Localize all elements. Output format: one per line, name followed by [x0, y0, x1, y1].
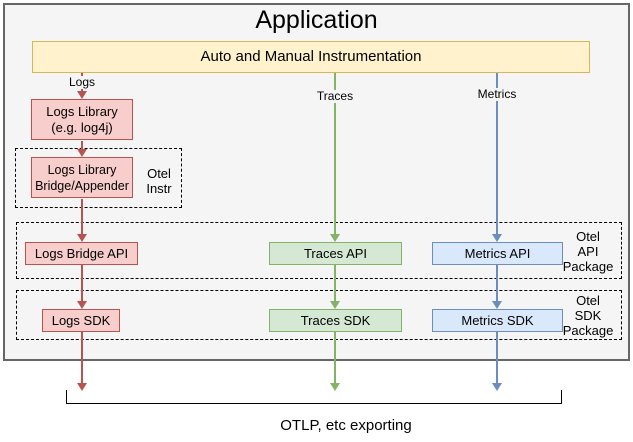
arrow-traces-api-to-traces-sdk: [330, 265, 340, 309]
metrics-flow-label: Metrics: [471, 88, 523, 101]
node-logs-library: Logs Library (e.g. log4j): [31, 99, 133, 140]
logs-flow-label: Logs: [61, 76, 103, 89]
node-traces-sdk: Traces SDK: [269, 309, 402, 332]
otel-sdk-package-group-label: Otel SDK Package: [562, 293, 614, 338]
node-traces-api: Traces API: [269, 242, 402, 265]
arrow-instrumentation-to-metrics-api: [492, 73, 502, 242]
instrumentation-box: Auto and Manual Instrumentation: [32, 41, 590, 73]
arrow-metrics-api-to-metrics-sdk: [492, 265, 502, 309]
arrow-bridge-appender-to-logs-bridge-api: [77, 199, 87, 242]
traces-flow-label: Traces: [310, 90, 360, 103]
arrow-logs-library-to-bridge-appender: [77, 141, 87, 157]
otel-api-package-group-label: Otel API Package: [562, 229, 614, 274]
arrow-metrics-sdk-to-exporting: [492, 331, 502, 391]
arrow-traces-sdk-to-exporting: [330, 331, 340, 391]
arrow-logs-sdk-to-exporting: [77, 331, 87, 391]
otel-instr-group: [15, 148, 182, 208]
node-logs-bridge-api: Logs Bridge API: [25, 242, 138, 265]
node-logs-sdk: Logs SDK: [42, 309, 120, 332]
otel-instr-group-label: Otel Instr: [146, 166, 172, 196]
otel-api-package-group: [16, 222, 622, 279]
node-metrics-sdk: Metrics SDK: [432, 309, 563, 332]
otel-sdk-package-group: [16, 290, 622, 340]
exporting-label: OTLP, etc exporting: [280, 417, 412, 434]
node-metrics-api: Metrics API: [432, 242, 563, 265]
arrow-logs-bridge-api-to-logs-sdk: [77, 265, 87, 309]
exporting-bracket: [66, 390, 562, 404]
arrow-instrumentation-to-traces-api: [330, 73, 340, 242]
application-title: Application: [255, 6, 378, 34]
node-logs-library-bridge-appender: Logs Library Bridge/Appender: [31, 157, 133, 198]
